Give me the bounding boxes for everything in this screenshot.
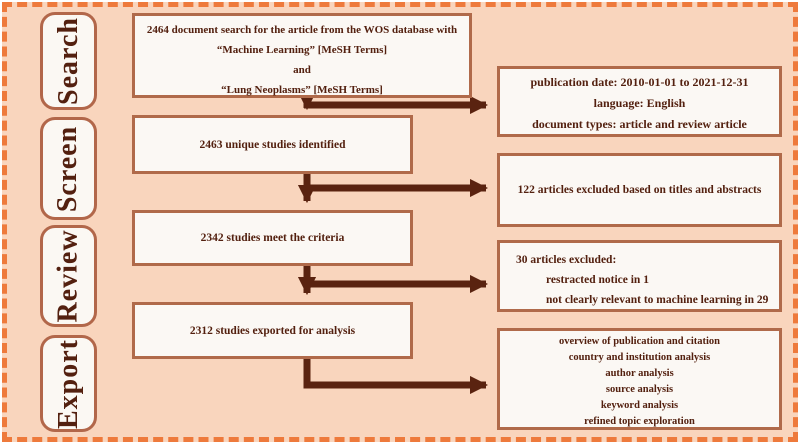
search-query-line-3: and [293,64,311,76]
criteria-line-2: language: English [593,96,686,110]
exported-box: 2312 studies exported for analysis [132,302,413,359]
search-query-line-2: “Machine Learning” [MeSH Terms] [216,44,388,56]
criteria-line-3: document types: article and review artic… [532,117,747,131]
analysis-line-2: country and institution analysis [568,352,711,363]
search-query-line-1: 2464 document search for the article fro… [146,24,458,36]
stage-label-screen-text: Screen [52,125,84,212]
review-excluded-line-2: restracted notice in 1 [546,274,649,286]
stage-label-search-text: Search [52,17,84,105]
stage-label-export-text: Export [52,338,84,429]
analysis-line-5: keyword analysis [600,400,679,411]
meet-criteria-text: 2342 studies meet the criteria [200,232,345,244]
unique-studies-box: 2463 unique studies identified [132,115,413,174]
stage-label-review-text: Review [52,229,84,323]
search-query-line-4: “Lung Neoplasms” [MeSH Terms] [221,84,383,96]
meet-criteria-box: 2342 studies meet the criteria [132,210,413,266]
stage-label-export: Export [40,335,97,432]
analysis-line-1: overview of publication and citation [558,336,720,347]
unique-studies-text: 2463 unique studies identified [199,138,346,151]
analysis-box: overview of publication and citation cou… [497,328,782,430]
search-query-box: 2464 document search for the article fro… [132,13,472,98]
review-excluded-box: 30 articles excluded: restracted notice … [497,240,782,312]
review-excluded-line-1: 30 articles excluded: [516,254,617,266]
exported-text: 2312 studies exported for analysis [189,324,356,337]
review-excluded-line-3: not clearly relevant to machine learning… [546,294,769,306]
criteria-line-1: publication date: 2010-01-01 to 2021-12-… [530,75,749,89]
analysis-line-6: refined topic exploration [584,416,695,427]
analysis-line-4: source analysis [605,384,674,395]
stage-label-search: Search [40,12,97,110]
stage-label-screen: Screen [40,117,97,220]
stage-label-review: Review [40,225,97,327]
screen-excluded-box: 122 articles excluded based on titles an… [497,153,782,227]
analysis-line-3: author analysis [605,368,674,379]
screen-excluded-text: 122 articles excluded based on titles an… [517,184,762,196]
criteria-box: publication date: 2010-01-01 to 2021-12-… [497,66,782,137]
